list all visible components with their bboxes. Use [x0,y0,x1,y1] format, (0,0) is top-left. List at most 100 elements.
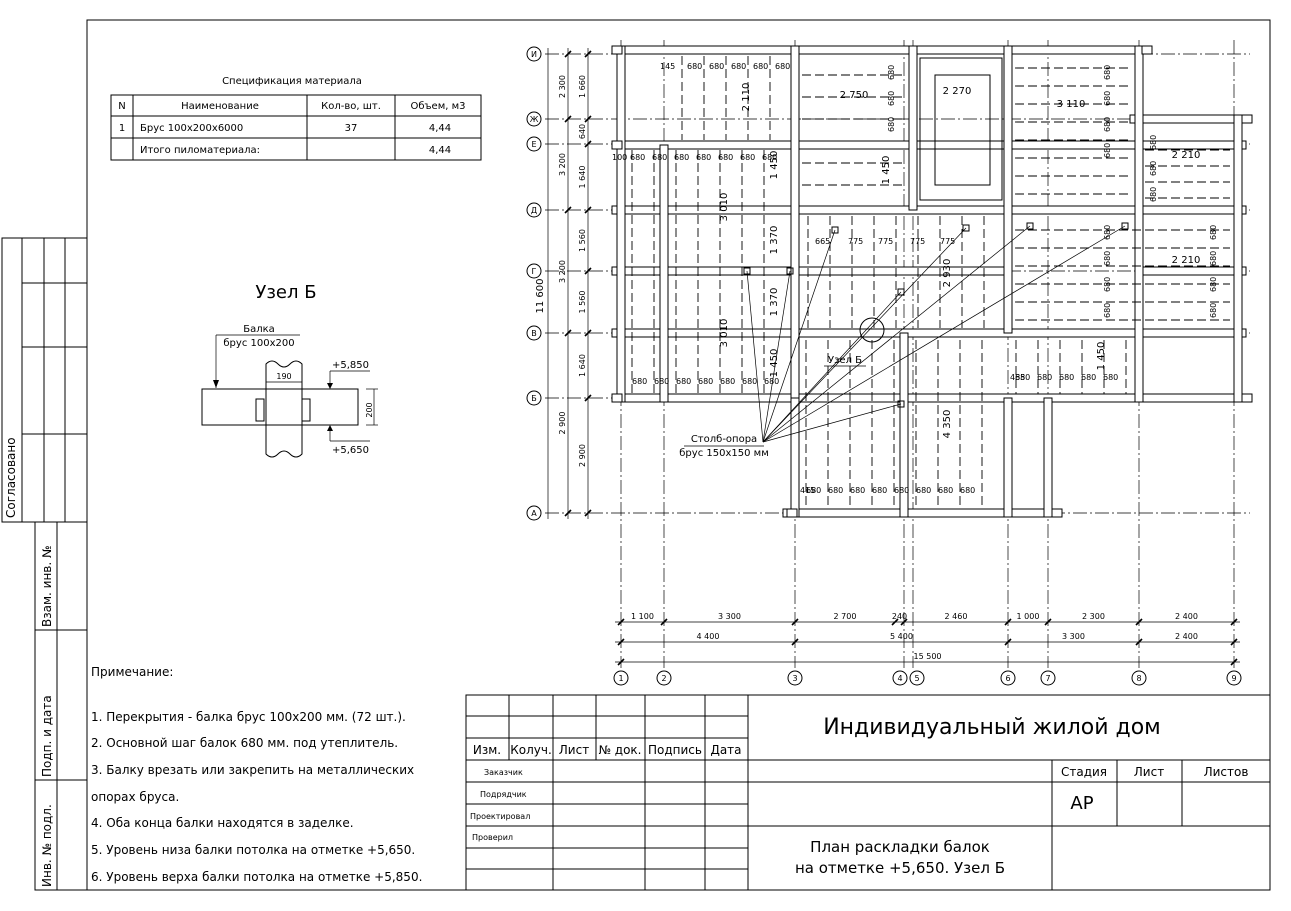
row-axis-label: Ж [530,115,539,124]
beam-pitch-label: 680 [887,117,896,132]
support-column [962,224,970,232]
room-span: 2 930 [942,259,953,288]
dimension-label: 2 400 [1175,632,1198,641]
room-span: 4 350 [942,410,953,439]
column-leader [762,270,791,443]
room-span: 3 110 [1057,99,1086,110]
beam-edge-label: 665 [815,237,830,246]
note-item: 3. Балку врезать или закрепить на металл… [91,763,414,777]
beam-edge-label: 775 [940,237,955,246]
beam-pitch-label: 680 [709,62,724,71]
log-wall-section [265,360,303,458]
dimension-label: 2 700 [834,612,857,621]
floor-beams: 680 680 680 680 680 680 680 680 680 680 680 680 680 6… [612,56,1230,508]
note-item: опорах бруса. [91,790,179,804]
tb-col-koluch: Колуч. [510,743,552,757]
row-axis-label: Г [532,267,537,276]
dimension-tick [584,140,592,148]
dimension-tick [1004,638,1012,646]
beam-pitch-label: 680 [775,62,790,71]
beam-pitch-label: 680 [652,153,667,162]
support-column [1121,222,1129,230]
log-end [611,45,623,55]
column-axis-label: 8 [1136,674,1141,683]
column-axis-marker [613,670,629,686]
interchange-label: Взам. инв. № [40,546,54,627]
beam-pitch-label: 680 [1015,373,1030,382]
beam-pitch-label: 680 [698,377,713,386]
beam-pitch-label: 680 [1103,277,1112,292]
support-column [786,267,794,275]
beam-pitch-label: 680 [1103,143,1112,158]
beam-pitch-label: 680 [1037,373,1052,382]
beam-pitch-label: 680 [753,62,768,71]
beam-pitch-label: 680 [654,377,669,386]
tb-col-sign: Подпись [648,743,702,757]
beam-edge-label: 145 [660,62,675,71]
spec-cell: 37 [345,123,358,134]
column-axis-marker [1131,670,1147,686]
beam-pitch-label: 680 [718,153,733,162]
spec-table: Спецификация материала N Наименование Ко… [110,76,482,161]
beam-pitch-label: 680 [1103,251,1112,266]
wall-segment [616,45,626,403]
beam-pitch-label: 680 [1149,161,1158,176]
dimension-label: 2 400 [1175,612,1198,621]
dimension-label: 2 300 [558,75,567,98]
row-axis-marker [526,202,542,218]
room-span: 1 450 [1096,342,1107,371]
support-column [831,226,839,234]
dimension-label: 240 [892,612,907,621]
beam-pitch-label: 680 [887,91,896,106]
dimension-label: 3 300 [1062,632,1085,641]
node-width: 190 [276,372,291,381]
room-span: 2 270 [943,86,972,97]
dimension-tick [791,618,799,626]
beam-pitch-label: 680 [1103,373,1118,382]
dimension-label: 1 660 [578,75,587,98]
beam-edge-label: 775 [910,237,925,246]
dimension-tick [564,50,572,58]
column-axis-marker [1226,670,1242,686]
column-axis-label: 5 [914,674,919,683]
note-item: 6. Уровень верха балки потолка на отметк… [91,870,422,884]
beam-pitch-label: 680 [720,377,735,386]
column-axis-label: 1 [618,674,623,683]
wall-segment [908,45,918,211]
sign-date-label: Подп. и дата [40,695,54,777]
dimension-tick [584,267,592,275]
beam-edge-label: 775 [878,237,893,246]
dimension-tick [584,394,592,402]
beam-pitch-label: 680 [1103,225,1112,240]
column-axis-marker [1040,670,1056,686]
spec-header-qty: Кол-во, шт. [321,101,381,112]
tb-role: Подрядчик [480,790,527,799]
spec-total-value: 4,44 [429,145,451,156]
row-axis-label: А [531,509,537,518]
dimension-label: 1 560 [578,229,587,252]
log-end [786,508,798,518]
room-span: 1 450 [769,151,780,180]
column-axis-label: 2 [661,674,666,683]
beam-edge-label: 485 [1010,373,1025,382]
wall-segment [1134,45,1144,403]
log-end [1141,45,1153,55]
dimension-tick [1230,618,1238,626]
column-leader [762,227,967,443]
drawing-title-2: на отметке +5,650. Узел Б [795,859,1005,877]
dimension-label: 1 640 [578,354,587,377]
log-end [611,140,623,150]
notes-title: Примечание: [91,665,173,679]
dimension-label: 3 200 [558,153,567,176]
project-title: Индивидуальный жилой дом [823,715,1161,740]
stair-opening [919,57,1003,201]
node-marker [859,317,885,343]
column-axis-label: 7 [1045,674,1050,683]
dimension-tick [564,329,572,337]
dimension-tick [584,329,592,337]
beam-pitch-label: 680 [806,486,821,495]
note-item: 1. Перекрытия - балка брус 100х200 мм. (… [91,710,406,724]
dimension-label: 1 560 [578,291,587,314]
beam-pitch-label: 680 [1103,117,1112,132]
